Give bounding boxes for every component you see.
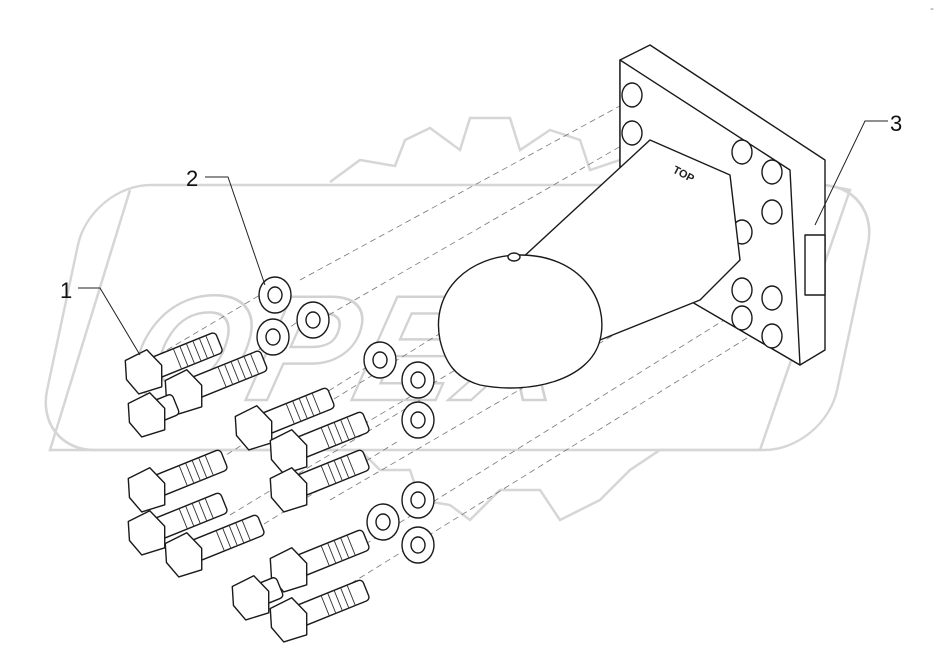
bolt (127, 392, 180, 438)
callout-1: 1 (60, 278, 72, 303)
towing-eye-flange: TOP (437, 44, 826, 389)
callouts: 1 2 3 (60, 111, 902, 356)
washer (401, 401, 435, 439)
flange-bolt-holes (621, 82, 783, 349)
bolt (269, 529, 370, 593)
washers (256, 276, 435, 564)
washer (401, 481, 435, 519)
washer (258, 276, 292, 314)
leader-2 (205, 176, 266, 286)
eye-head (437, 254, 603, 389)
bolt (231, 575, 284, 621)
bolt (269, 449, 370, 513)
callout-3: 3 (890, 111, 902, 136)
bolt (164, 514, 265, 578)
washer (366, 503, 400, 541)
flange-tag (804, 234, 826, 296)
bolt (124, 332, 223, 395)
washer (401, 526, 435, 564)
washer (401, 361, 435, 399)
bolt (127, 492, 228, 556)
washer (256, 318, 290, 356)
bolt (127, 449, 228, 513)
bolt (269, 411, 370, 475)
eye-grease-nipple (507, 252, 521, 262)
bolt (234, 387, 335, 451)
corner-mark: - (930, 1, 934, 15)
watermark-rounded-frame (44, 183, 871, 452)
bolt (269, 579, 370, 643)
washer (363, 341, 397, 379)
washer (296, 301, 330, 339)
leader-3 (814, 120, 888, 226)
bolts (124, 332, 370, 643)
leader-1 (78, 287, 141, 356)
callout-2: 2 (186, 166, 198, 191)
